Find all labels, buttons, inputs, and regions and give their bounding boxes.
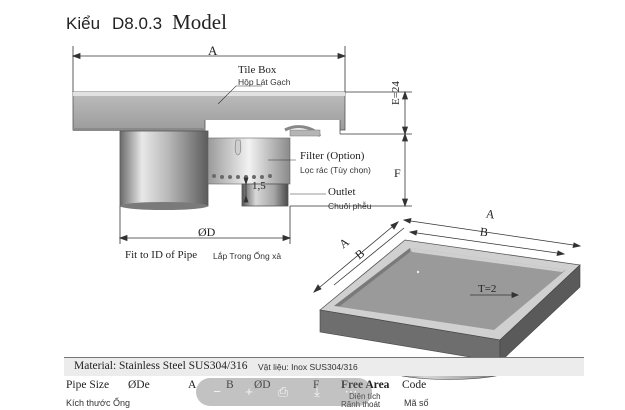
col-b: B — [226, 379, 234, 391]
outlet-pipe — [241, 183, 289, 207]
tile-box-section — [72, 91, 346, 134]
col-free-area: Free Area — [341, 379, 390, 391]
col-a: A — [188, 379, 197, 391]
zoom-in-icon[interactable]: + — [245, 384, 253, 399]
outlet-label: Outlet — [328, 186, 356, 198]
tile-box-label: Tile Box — [238, 64, 277, 76]
dimension-outlet-height — [243, 177, 249, 203]
col-d: ØD — [254, 379, 271, 391]
page-title: Kiểu D8.0.3 Model — [66, 10, 227, 35]
viewer-toolbar: − + ⎙ ⤓ ⋯ — [196, 378, 372, 406]
leader-lines — [217, 85, 326, 195]
dimension-diameter — [118, 206, 292, 244]
title-code: D8.0.3 — [112, 14, 163, 33]
zoom-out-icon[interactable]: − — [213, 384, 221, 399]
save-icon[interactable]: ⤓ — [314, 384, 320, 399]
col-free-area-vi-1: Diện tích — [349, 392, 381, 401]
dim-d-label: ØD — [198, 225, 216, 239]
dim-outlet-label: 1,5 — [252, 180, 266, 192]
iso-dim-t: T=2 — [478, 283, 497, 295]
dim-a-label: A — [208, 43, 218, 58]
col-pipe-size-vi: Kích thước Ống — [66, 398, 130, 408]
filter-label-vi: Lọc rác (Tùy chọn) — [300, 165, 371, 175]
material-row: Material: Stainless Steel SUS304/316 Vật… — [64, 357, 584, 376]
more-icon[interactable]: ⋯ — [344, 384, 358, 399]
outlet-label-vi: Chuôi phễu — [328, 201, 372, 211]
pipe-fit-label-vi: Lắp Trong Ống xả — [213, 251, 282, 261]
dimension-e-f — [290, 90, 412, 208]
col-code: Code — [402, 379, 427, 391]
print-icon[interactable]: ⎙ — [277, 384, 289, 399]
filter-label: Filter (Option) — [300, 150, 365, 162]
col-code-vi: Mã số — [404, 398, 429, 408]
dim-f-label: F — [394, 166, 401, 180]
col-de: ØDe — [128, 379, 150, 391]
iso-dimensions — [313, 217, 582, 299]
iso-dim-a-right: A — [485, 206, 496, 222]
drain-body — [119, 130, 209, 210]
material-label: Material: Stainless Steel SUS304/316 — [74, 360, 248, 372]
col-free-area-vi-2: Rãnh thoát — [341, 400, 381, 409]
pipe-fit-label: Fit to ID of Pipe — [125, 249, 198, 261]
dim-e-label: E=24 — [390, 81, 402, 105]
filter-assembly — [207, 125, 322, 185]
tile-box-label-vi: Hộp Lát Gạch — [238, 77, 291, 87]
col-f: F — [313, 379, 320, 391]
dimension-a-top — [71, 46, 347, 92]
title-prefix: Kiểu — [66, 14, 101, 33]
material-label-vi: Vật liệu: Inox SUS304/316 — [258, 362, 358, 372]
title-model: Model — [172, 10, 227, 34]
col-pipe-size: Pipe Size — [66, 379, 110, 391]
